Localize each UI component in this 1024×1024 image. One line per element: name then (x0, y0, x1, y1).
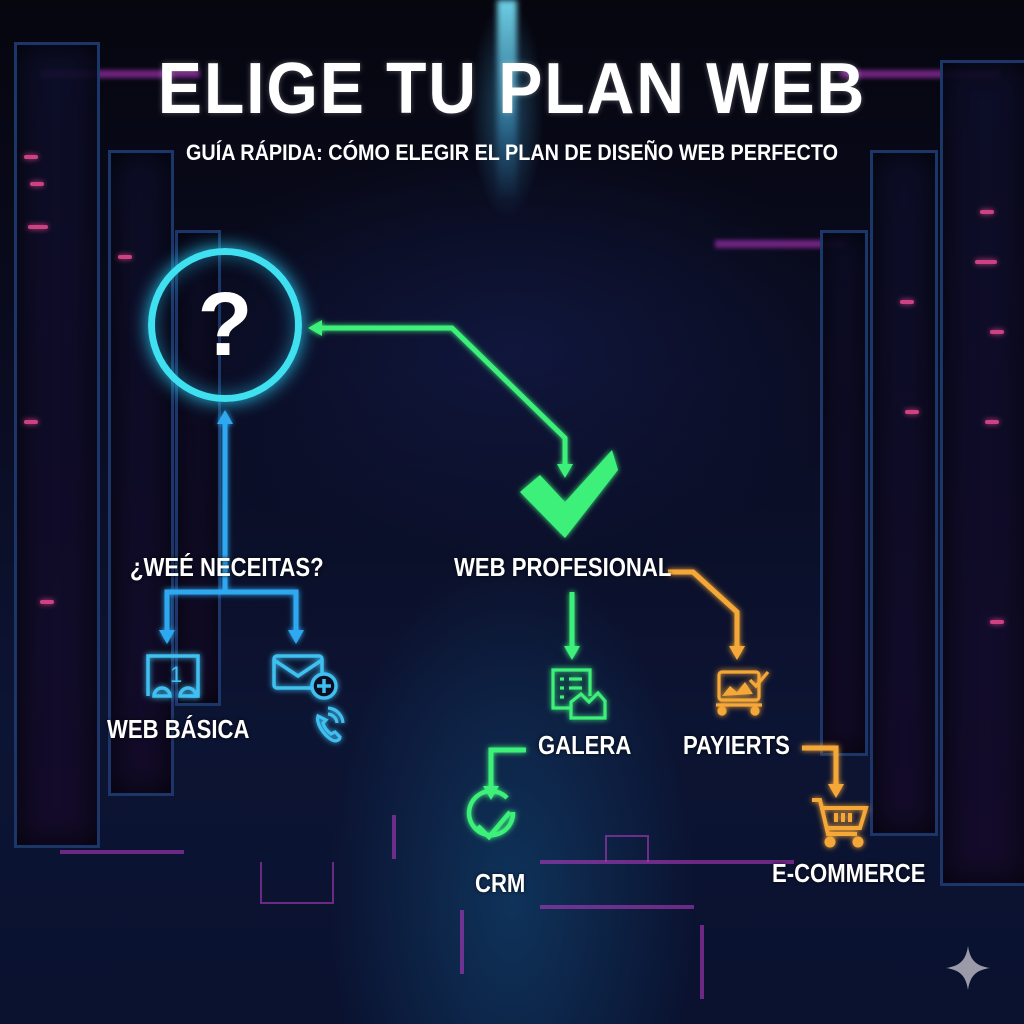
phone-icon (316, 706, 345, 743)
page-number-glyph: 1 (170, 662, 182, 687)
server-rack-right (870, 150, 938, 836)
circuit-trace (540, 860, 794, 864)
checkmark-icon (520, 450, 618, 538)
mail-plus-icon (272, 654, 338, 700)
rack-led (24, 420, 38, 424)
page-title: ELIGE TU PLAN WEB (157, 49, 867, 129)
web-profesional-label: WEB PROFESIONAL (454, 552, 672, 582)
rack-led (30, 182, 44, 186)
page-subtitle: GUÍA RÁPIDA: CÓMO ELEGIR EL PLAN DE DISE… (186, 140, 838, 165)
circuit-trace (260, 862, 334, 904)
circuit-trace (392, 815, 396, 859)
orange-arrow-to-ecommerce (802, 745, 844, 798)
rack-led (990, 620, 1004, 624)
single-page-icon: 1 (146, 654, 200, 698)
server-rack-left (14, 42, 100, 848)
payment-chart-icon (716, 670, 770, 716)
gallery-list-icon (551, 668, 607, 720)
neon-bar (715, 240, 845, 248)
sparkle-icon (946, 946, 990, 990)
question-mark-icon: ? (197, 274, 253, 375)
neon-bar (840, 70, 1000, 78)
rack-led (990, 330, 1004, 334)
rack-led (980, 210, 994, 214)
web-basica-label: WEB BÁSICA (107, 714, 250, 744)
rack-led (28, 225, 48, 229)
rack-led (24, 155, 38, 159)
green-arrow-to-gallery (564, 592, 580, 660)
rack-led (900, 300, 914, 304)
neon-bar (40, 70, 200, 78)
ecommerce-label: E-COMMERCE (772, 858, 926, 888)
galeria-label: GALERA (538, 730, 632, 760)
rack-led (985, 420, 999, 424)
question-circle: ? (148, 248, 302, 402)
blue-arrow-up (159, 410, 304, 644)
light-beam (497, 0, 517, 200)
server-rack-right (940, 60, 1024, 886)
rack-led (118, 255, 132, 259)
circuit-trace (460, 910, 464, 974)
circuit-trace (605, 835, 649, 862)
rack-led (905, 410, 919, 414)
check-circle-icon (466, 788, 516, 841)
circuit-trace (700, 925, 704, 999)
payments-label: PAYIERTS (683, 730, 790, 760)
shopping-cart-icon (812, 798, 869, 848)
server-rack-right (820, 230, 868, 756)
rack-led (40, 600, 54, 604)
circuit-trace (540, 905, 694, 909)
crm-label: CRM (475, 868, 526, 898)
green-arrow-to-question (308, 320, 573, 478)
rack-led (975, 260, 997, 264)
circuit-trace (60, 850, 184, 854)
question-label: ¿WEÉ NECEITAS? (130, 552, 324, 582)
orange-arrow-to-payments (668, 569, 745, 660)
